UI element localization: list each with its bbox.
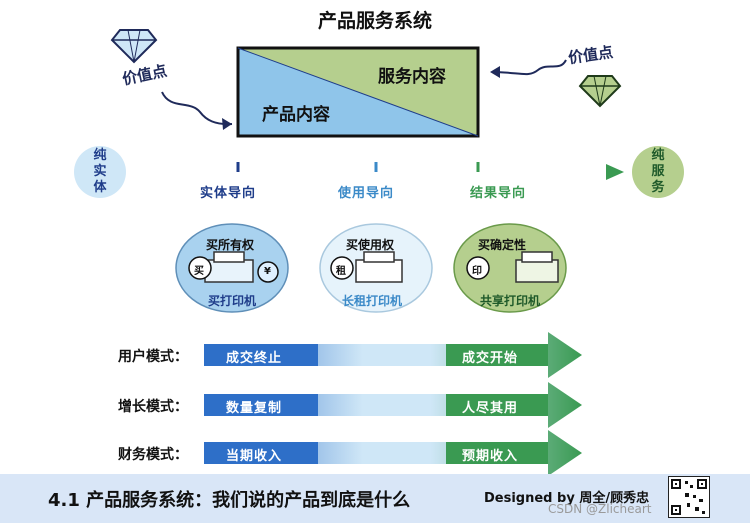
right-end-label: 纯服务 xyxy=(646,148,670,196)
phase-result: 结果导向 xyxy=(470,182,526,201)
cloud-ownership-coin: ¥ xyxy=(264,266,271,277)
row-finance-left: 当期收入 xyxy=(226,445,282,464)
row-growth-left: 数量复制 xyxy=(226,397,282,416)
service-content-label: 服务内容 xyxy=(378,62,446,87)
row-growth-right: 人尽其用 xyxy=(462,397,518,416)
product-content-label: 产品内容 xyxy=(262,100,330,125)
row-finance-right: 预期收入 xyxy=(462,445,518,464)
row-user-left: 成交终止 xyxy=(226,347,282,366)
cloud-ownership-subtitle: 买打印机 xyxy=(208,292,256,309)
row-growth-label: 增长模式： xyxy=(118,396,188,416)
row-user-right: 成交开始 xyxy=(462,347,518,366)
cloud-usage-subtitle: 长租打印机 xyxy=(342,292,402,309)
left-end-label: 纯实体 xyxy=(88,148,112,196)
row-user-label: 用户模式： xyxy=(118,346,188,366)
cloud-ownership-seal: 买 xyxy=(194,262,204,277)
phase-usage: 使用导向 xyxy=(338,182,394,201)
footer-title: 4.1 产品服务系统：我们说的产品到底是什么 xyxy=(48,486,410,512)
cloud-certainty-title: 买确定性 xyxy=(478,236,526,253)
cloud-usage-title: 买使用权 xyxy=(346,236,394,253)
cloud-ownership-title: 买所有权 xyxy=(206,236,254,253)
phase-entity: 实体导向 xyxy=(200,182,256,201)
diamond-icon-left xyxy=(112,30,156,62)
cloud-certainty-subtitle: 共享打印机 xyxy=(480,292,540,309)
right-value-arrow xyxy=(492,60,566,74)
diagram-title: 产品服务系统 xyxy=(250,6,500,33)
row-finance-label: 财务模式： xyxy=(118,444,188,464)
cloud-usage-seal: 租 xyxy=(336,262,346,277)
left-value-arrow xyxy=(162,92,232,124)
watermark: CSDN @Zlicheart xyxy=(548,502,652,516)
spectrum-axis xyxy=(128,162,624,180)
diamond-icon-right xyxy=(580,76,620,106)
cloud-certainty-seal: 印 xyxy=(472,262,482,277)
qr-code-icon xyxy=(668,476,710,518)
